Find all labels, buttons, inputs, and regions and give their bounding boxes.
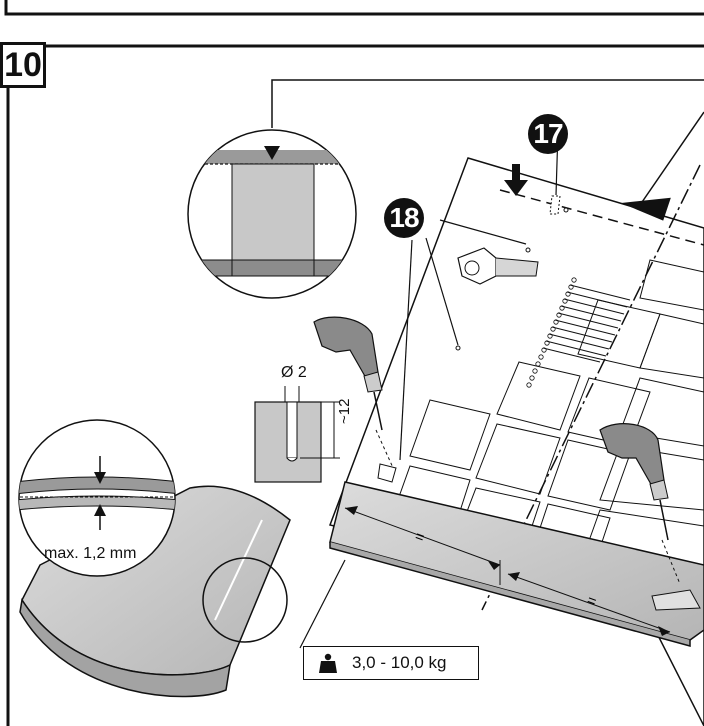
downward-arrow bbox=[504, 164, 528, 196]
weight-range-box: 3,0 - 10,0 kg bbox=[303, 646, 479, 680]
board-edge-magnifier bbox=[202, 557, 288, 643]
drill-left bbox=[313, 316, 397, 483]
direction-arrow bbox=[639, 111, 704, 206]
weight-icon bbox=[319, 653, 337, 673]
step-frame bbox=[6, 44, 704, 726]
callout-17: 17 bbox=[528, 114, 568, 154]
detail-leader-line bbox=[271, 79, 704, 128]
gap-tolerance-label: max. 1,2 mm bbox=[44, 545, 137, 562]
drill-right bbox=[599, 423, 701, 611]
worktop-panel bbox=[19, 485, 291, 698]
top-magnifier-detail bbox=[187, 129, 357, 299]
step-number: 10 bbox=[0, 42, 46, 88]
callout-18: 18 bbox=[384, 198, 424, 238]
mounting-clip bbox=[457, 247, 539, 285]
weight-range-label: 3,0 - 10,0 kg bbox=[352, 653, 447, 672]
callout-18-leaders bbox=[399, 219, 527, 461]
worktop-bar: = = bbox=[329, 481, 704, 647]
previous-step-frame bbox=[4, 0, 704, 16]
depth-label: ~12 bbox=[336, 398, 353, 424]
gap-magnifier-detail bbox=[18, 419, 176, 577]
bore-hole-detail bbox=[254, 386, 340, 483]
diameter-label: Ø 2 bbox=[281, 364, 307, 381]
